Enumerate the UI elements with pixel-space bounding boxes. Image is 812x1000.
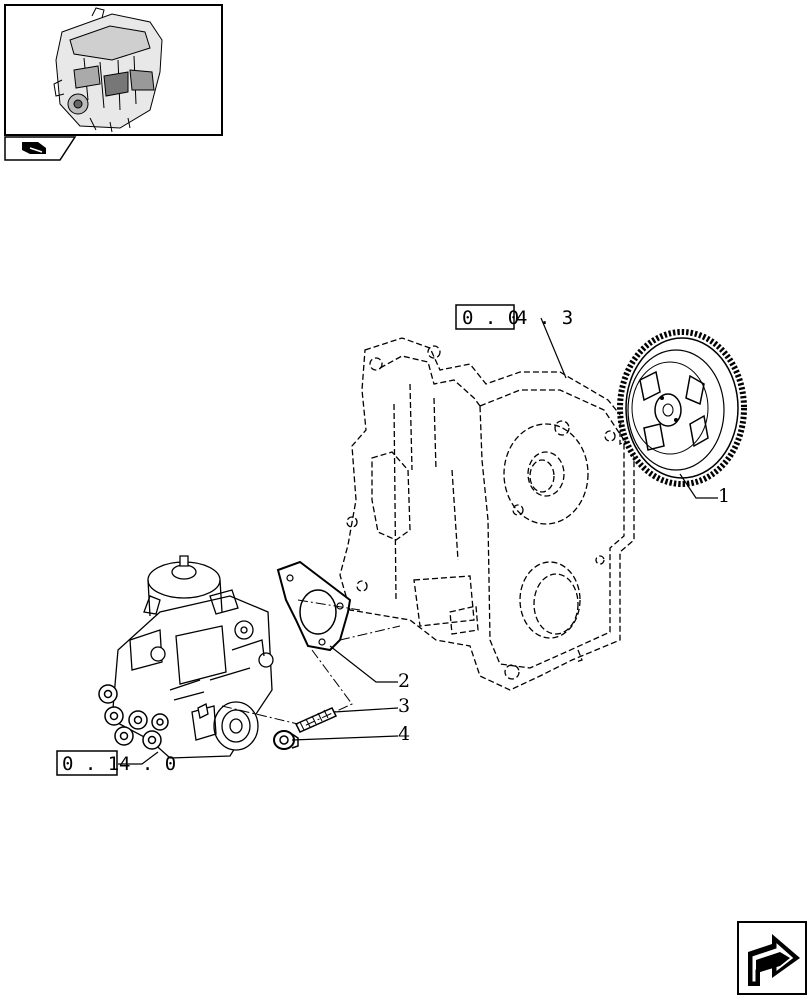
timing-case-housing [339,337,635,691]
section-tab[interactable] [4,136,77,161]
pump-stud [294,707,338,733]
callout-3: 3 [398,695,410,717]
next-page-button[interactable] [737,921,807,995]
callout-4: 4 [398,723,410,745]
reference-injection-pump[interactable]: 0 . 1 4 . 0 [56,750,176,776]
reference-timing-case[interactable]: 0 . 0 4 . 3 [455,304,573,330]
reference-injection-pump-boxed: 0 . 1 [62,753,119,775]
fuel-injection-pump [98,555,274,759]
next-page-arrow-icon [748,934,800,986]
engine-thumbnail[interactable] [4,4,223,136]
injection-pump-drive-gear [617,329,747,487]
leader-lines [118,317,718,765]
engine-thumbnail-icon [53,7,163,133]
pump-flange-gasket [276,560,352,652]
callout-1: 1 [718,485,730,507]
assembly-centerlines [221,599,401,727]
delivery-valve-outlets [98,684,169,750]
reference-injection-pump-suffix: 4 . 0 [119,753,176,775]
callout-2: 2 [398,670,410,692]
reference-timing-case-suffix: 4 . 3 [516,307,573,329]
reference-timing-case-boxed: 0 . 0 [462,307,519,329]
book-section-icon [22,142,46,154]
